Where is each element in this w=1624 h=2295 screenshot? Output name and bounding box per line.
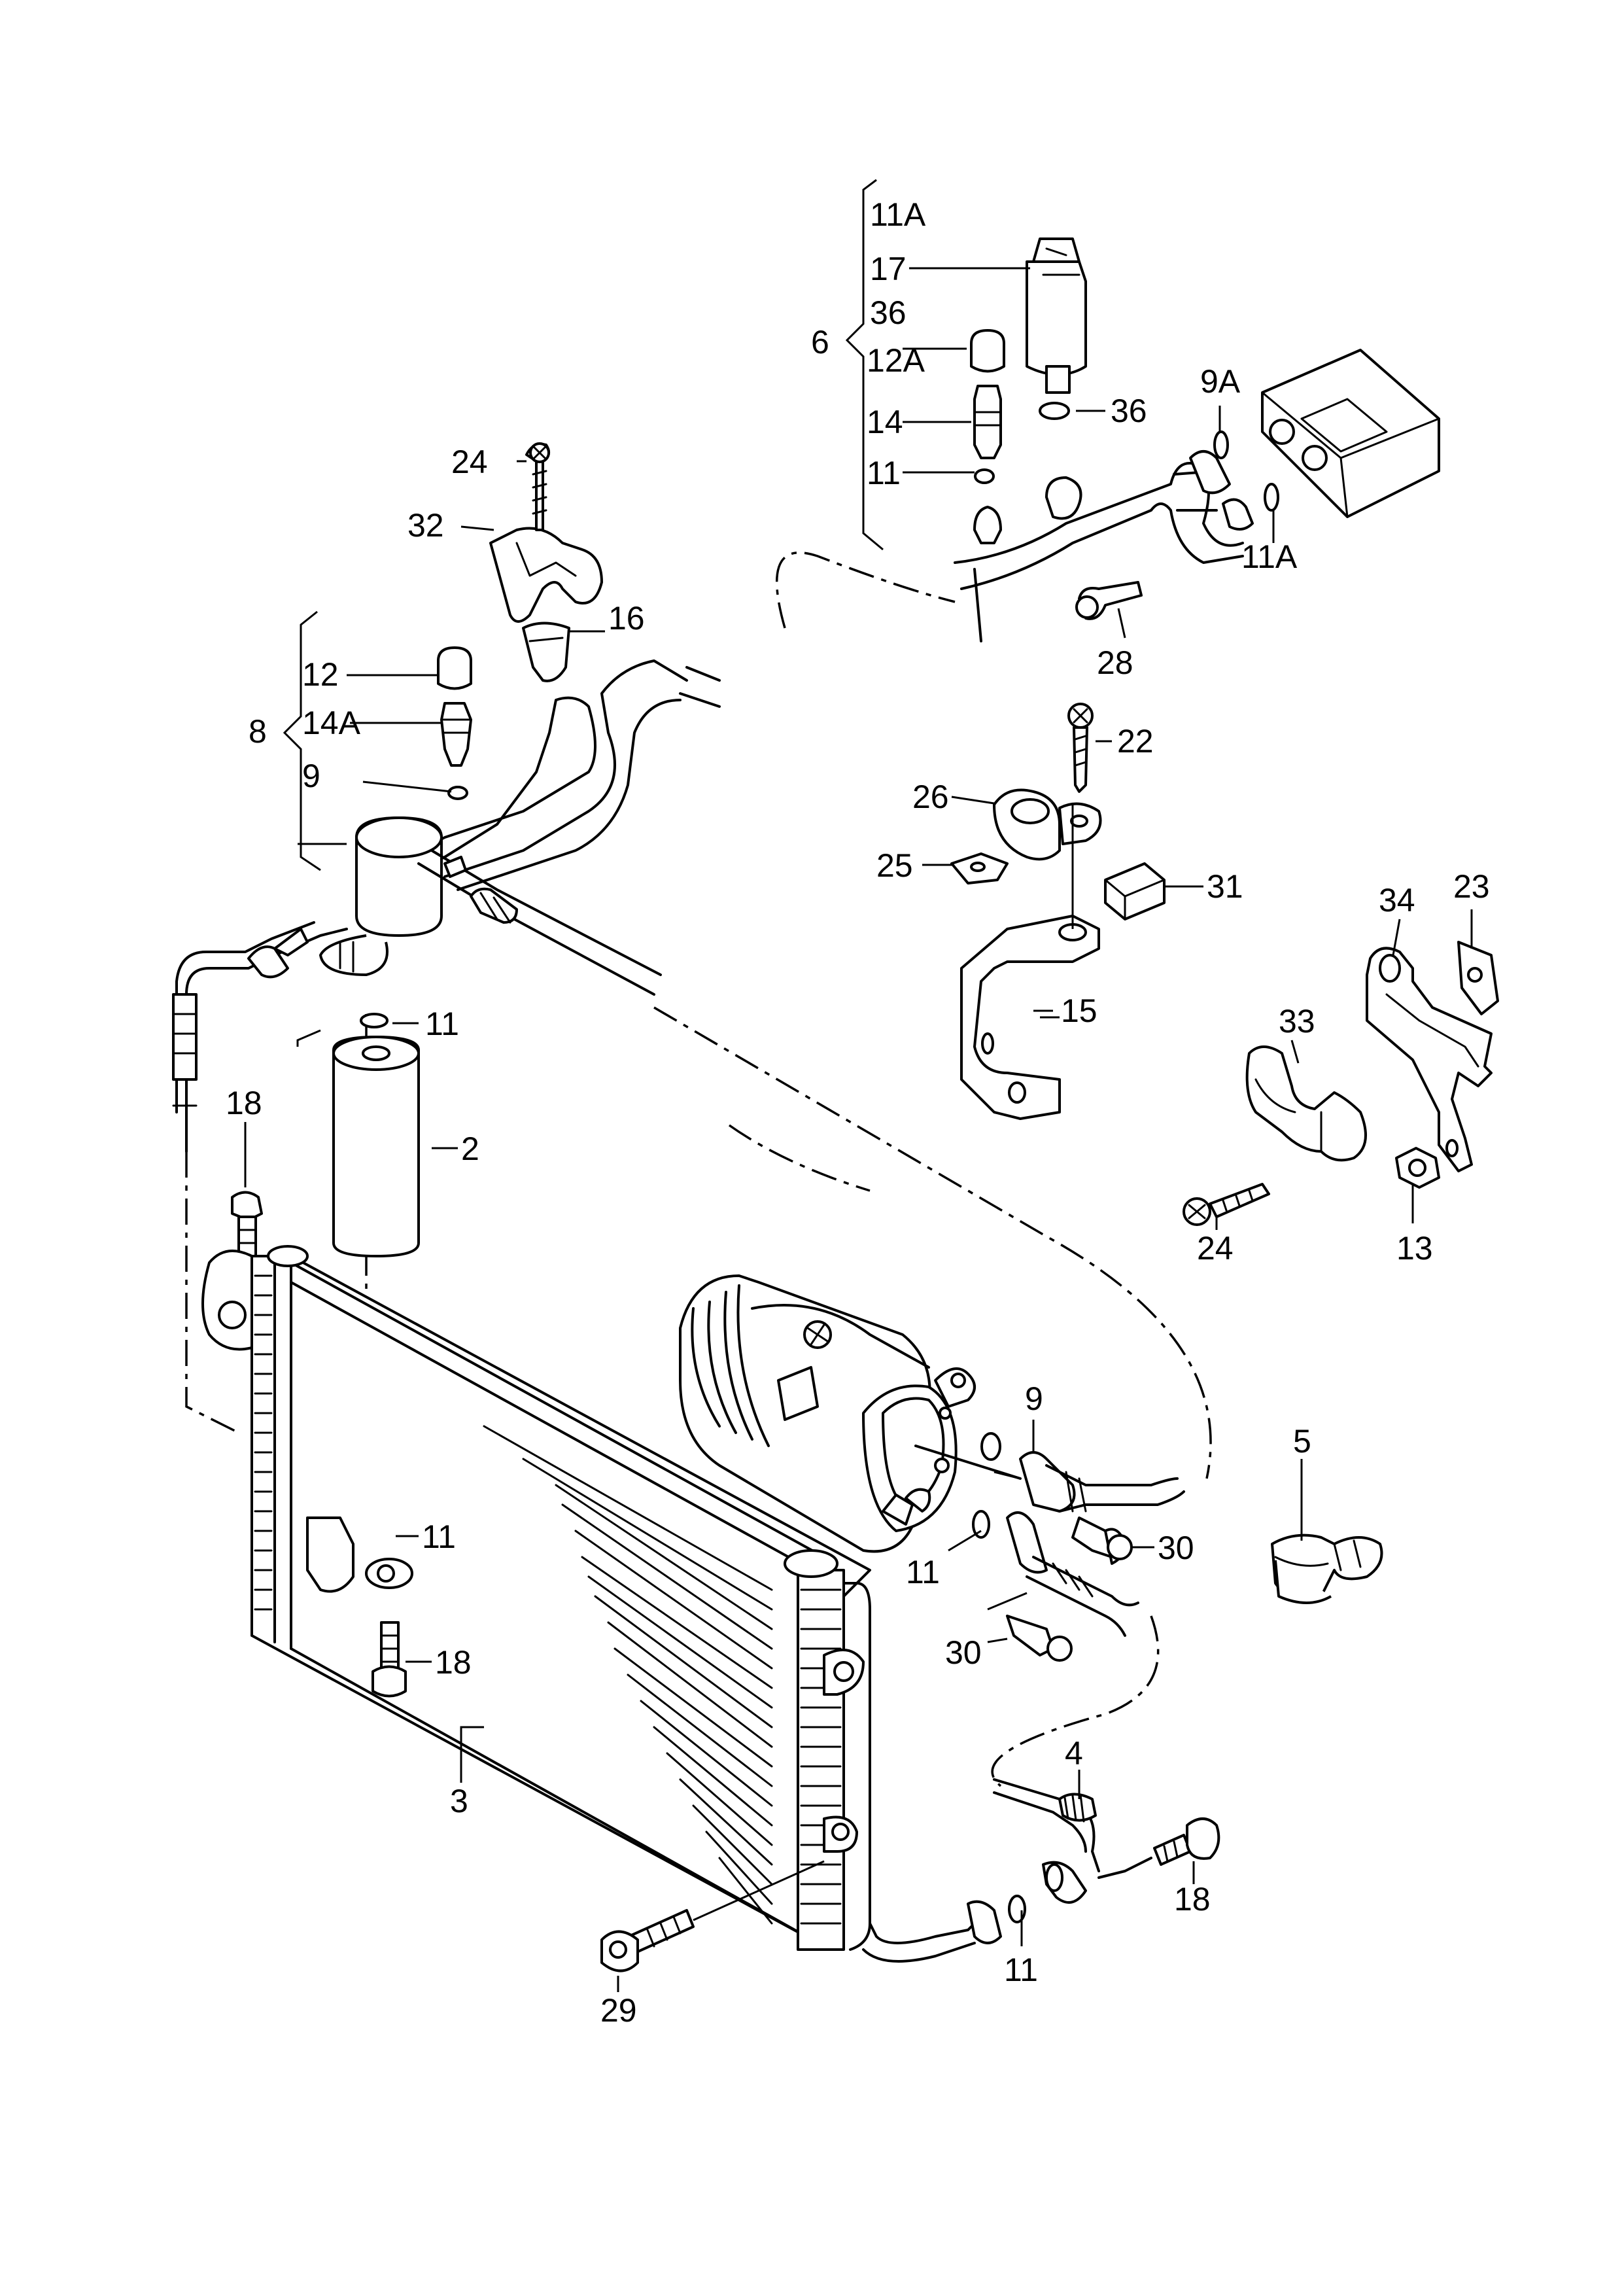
callout-9-comp: 9 [1025,1380,1043,1417]
clamp-5 [1271,1533,1383,1604]
connection-lines [185,552,1212,1787]
receiver-drier-upper [172,659,721,1153]
bracket-15 [960,805,1100,1120]
callout-13: 13 [1396,1230,1433,1267]
callout-labels: 11A 17 36 6 12A 14 11 36 9A 11A 24 32 16… [226,196,1490,2029]
callout-25: 25 [876,847,913,884]
callout-36-group: 36 [870,294,907,331]
clamp-33 [1245,1045,1367,1162]
callout-29: 29 [600,1992,637,2029]
bolt-18-mid [371,1621,407,1698]
callout-11-drier-bottom: 11 [422,1518,456,1555]
callout-11-bottom: 11 [1004,1952,1038,1988]
callout-16: 16 [608,600,645,637]
callout-36-right: 36 [1111,393,1147,429]
screw-24-right [1183,1183,1270,1226]
callout-4: 4 [1065,1735,1083,1772]
upper-refrigerant-line [954,450,1254,642]
callout-22: 22 [1117,723,1154,760]
clip-32 [489,443,603,623]
group-6-brace [845,179,884,551]
callout-11-drier-top: 11 [425,1006,459,1042]
expansion-valve-block [1261,349,1440,518]
callout-33: 33 [1279,1003,1315,1040]
callout-6: 6 [811,324,829,360]
callout-11a-top: 11A [870,196,926,233]
service-valve-parts-top [970,329,1279,512]
callout-24-right: 24 [1197,1230,1234,1267]
clip-25 [950,852,1009,885]
bolt-28 [1075,581,1143,620]
bolt-18-right [1097,1817,1220,1879]
callout-11-comp: 11 [906,1554,940,1590]
callout-24-top: 24 [451,444,488,480]
condenser-fins [483,1425,773,1925]
callout-15: 15 [1061,992,1097,1029]
callout-9-left: 9 [302,758,320,794]
callout-14: 14 [867,404,903,440]
clip-31 [1104,862,1166,920]
callout-23: 23 [1453,868,1490,905]
group-8-brace [283,610,321,871]
compressor-hoses [914,1445,1185,1637]
receiver-drier [296,1013,420,1545]
callout-14a: 14A [302,705,361,741]
callout-18-right: 18 [1174,1881,1211,1918]
callout-12: 12 [302,656,339,693]
condenser [201,1245,871,1951]
grommet-26 [993,788,1102,861]
compressor [679,1274,976,1553]
callout-11a-right: 11A [1241,538,1298,575]
callout-12a: 12A [867,342,925,379]
clip-16 [522,622,570,682]
callout-32: 32 [407,507,444,544]
callout-31: 31 [1207,868,1243,905]
bracket-34 [1366,947,1493,1172]
callout-11-top: 11 [867,455,901,491]
clip-23 [1457,941,1499,1015]
pressure-switch [1026,237,1087,394]
callout-30-right: 30 [1158,1530,1194,1566]
nut-13 [1395,1147,1440,1189]
leader-lines [244,267,1473,1992]
callout-18-mid: 18 [435,1644,472,1681]
bolt-29 [600,1860,825,1972]
lower-refrigerant-line [862,1778,1100,1963]
service-valve-parts-left [437,646,472,800]
screw-22 [1067,703,1094,793]
callout-30-lower: 30 [945,1634,982,1671]
bolt-30-lower [1006,1615,1073,1662]
callout-18-left: 18 [226,1085,262,1121]
bolt-30-upper [1071,1516,1133,1565]
callout-26: 26 [912,779,949,815]
callout-9a: 9A [1200,363,1241,400]
screw-24-top-drawing [529,442,550,463]
callout-2: 2 [461,1130,479,1167]
callout-17: 17 [870,251,907,287]
callout-3: 3 [450,1783,468,1819]
callout-8: 8 [249,713,267,750]
compressor-seals [972,1432,1001,1539]
callout-28: 28 [1097,644,1133,681]
callout-34: 34 [1379,882,1415,919]
callout-5: 5 [1293,1423,1311,1460]
